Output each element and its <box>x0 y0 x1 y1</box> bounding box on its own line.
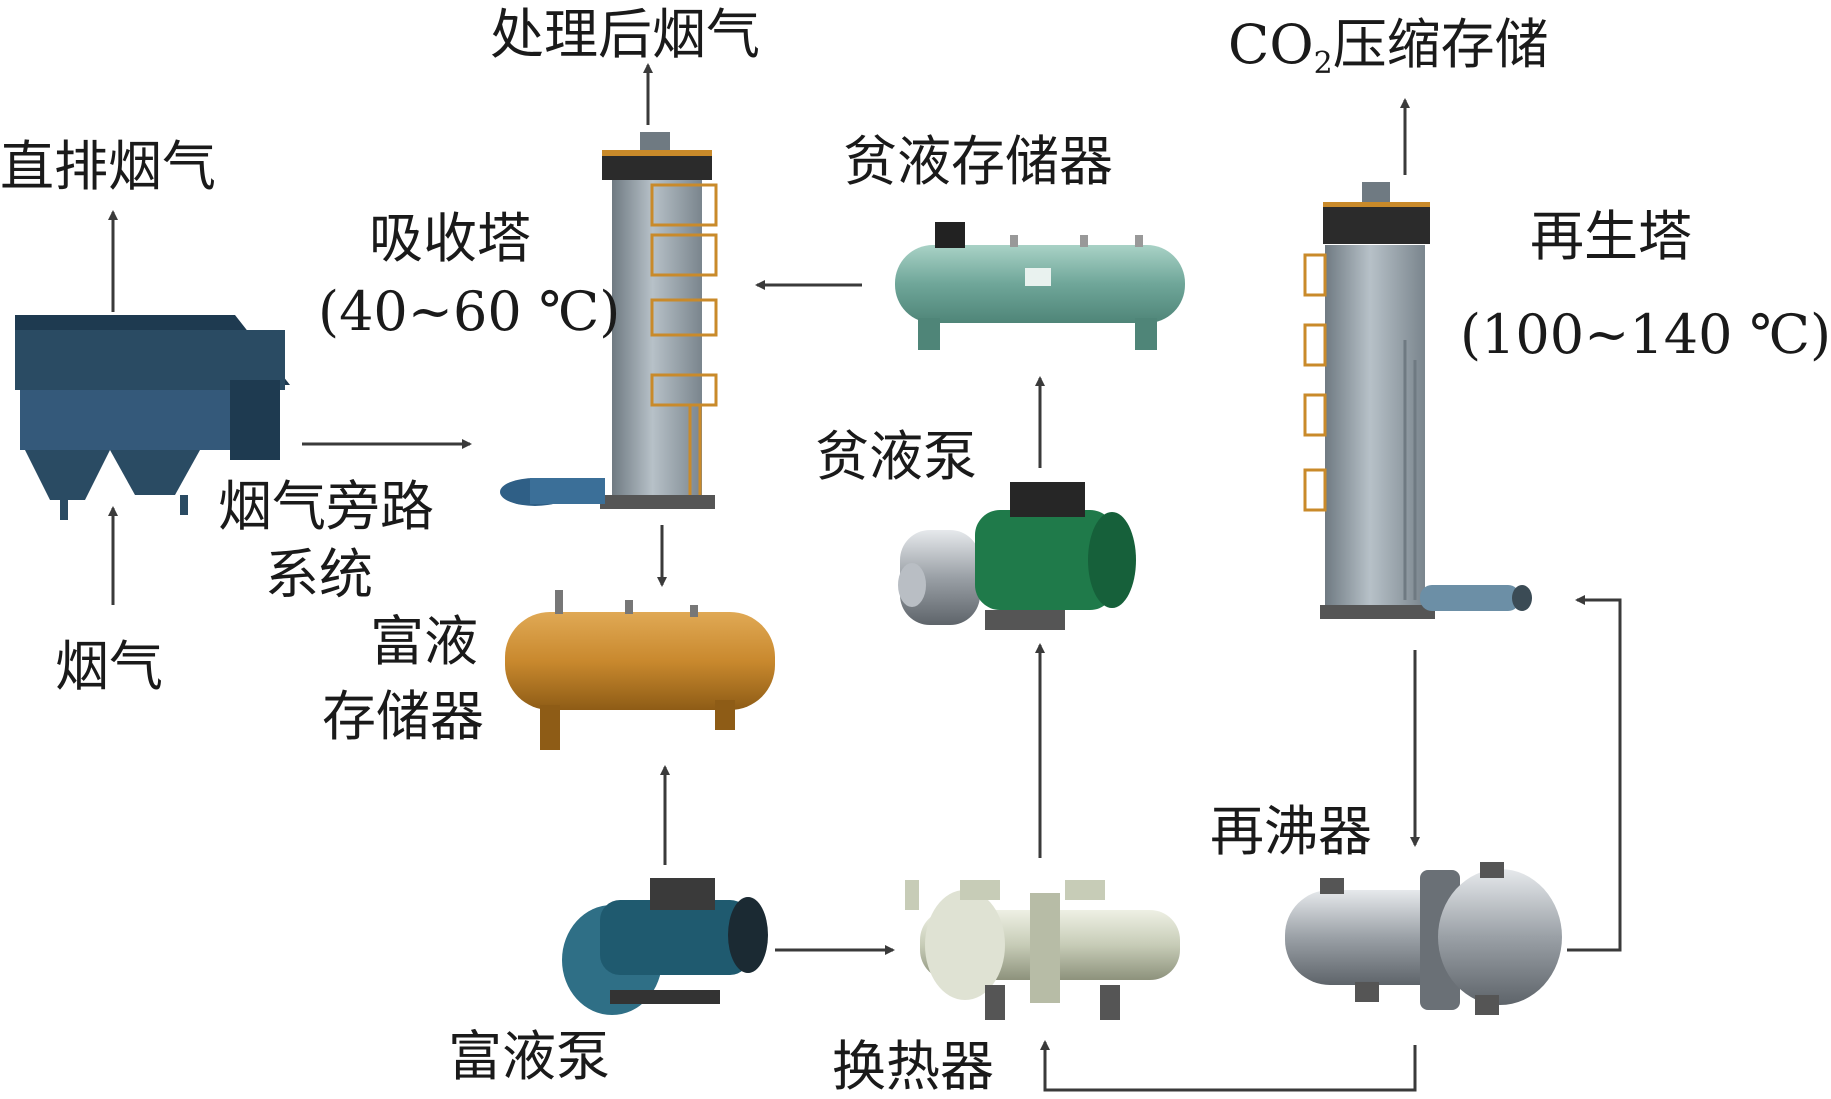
rich-pump-label: 富液泵 <box>448 1025 610 1088</box>
lean-tank-image <box>895 222 1185 350</box>
co2-storage-label: CO2压缩存储 <box>1228 18 1549 79</box>
bypass-label-line2: 系统 <box>265 543 373 606</box>
absorber-tower-image <box>500 132 718 509</box>
arrow-reboiler-to-exchanger <box>1040 1040 1417 1092</box>
rich-tank-image <box>505 590 775 750</box>
lean-tank-label: 贫液存储器 <box>843 130 1113 193</box>
reboiler-label: 再沸器 <box>1210 800 1372 863</box>
regeneration-tower-image <box>1303 182 1532 619</box>
direct-exhaust-label: 直排烟气 <box>0 135 216 198</box>
co2-prefix: CO <box>1228 13 1314 76</box>
regen-name-label: 再生塔 <box>1530 205 1692 268</box>
co2-suffix: 压缩存储 <box>1332 13 1549 76</box>
reboiler-image <box>1285 862 1562 1015</box>
flue-gas-label: 烟气 <box>55 635 163 698</box>
lean-pump-label: 贫液泵 <box>815 425 977 488</box>
regen-temp-label: (100~140 ℃) <box>1460 303 1831 366</box>
bypass-label-line1: 烟气旁路 <box>218 475 434 538</box>
absorber-name-label: 吸收塔 <box>369 207 531 270</box>
arrow-reboiler-to-regen <box>1567 595 1622 952</box>
treated-gas-label: 处理后烟气 <box>490 3 760 66</box>
co2-subscript: 2 <box>1313 46 1333 81</box>
absorber-temp-label: (40~60 ℃) <box>318 280 621 343</box>
lean-pump-image <box>898 482 1136 630</box>
rich-tank-label-line2: 存储器 <box>322 685 484 748</box>
flow-arrows <box>108 63 1622 1092</box>
heat-exchanger-label: 换热器 <box>832 1035 994 1098</box>
rich-pump-image <box>562 878 768 1015</box>
heat-exchanger-image <box>905 880 1180 1020</box>
bypass-system-image <box>15 315 290 520</box>
rich-tank-label-line1: 富液 <box>370 610 478 673</box>
